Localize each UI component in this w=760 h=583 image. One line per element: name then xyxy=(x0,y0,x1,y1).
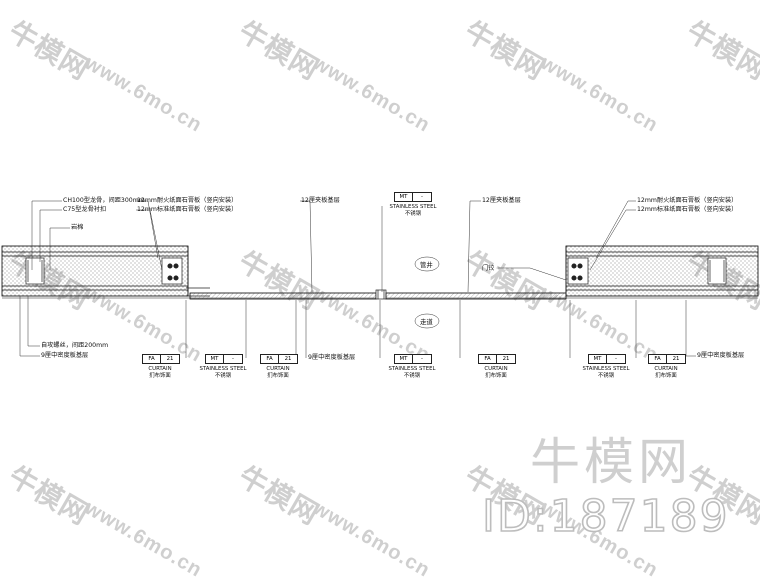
tag-en: CURTAIN xyxy=(654,366,678,372)
note-mdf-right: 9厘中密度板基层 xyxy=(697,352,745,359)
room-label-bottom: 走道 xyxy=(420,318,433,326)
tag-cn: 扪布饰面 xyxy=(485,373,507,379)
tag-en-top: STAINLESS STEEL xyxy=(389,204,437,210)
note-screw: 自攻螺丝，间距200mm xyxy=(41,342,109,349)
tag-cn: 不锈钢 xyxy=(214,373,232,379)
left-wall-section xyxy=(1,245,568,299)
note-c75: C75型龙骨衬扣 xyxy=(63,206,107,213)
note-stud: CH100型龙骨，间距300mm xyxy=(63,197,145,204)
note-std-gypsum-right: 12mm标准纸面石膏板（竖向安装） xyxy=(637,206,738,213)
note-fire-gypsum-left: 12mm耐火纸面石膏板（竖向安装） xyxy=(137,197,238,204)
tag-en: CURTAIN xyxy=(148,366,172,372)
note-plywood-left: 12厘夹板基层 xyxy=(301,197,340,204)
drawing-canvas: 牛模网 www.6mo.cn 牛模网 www.6mo.cn 牛模网 www.6m… xyxy=(1,15,760,582)
tag-cn-top: 不锈钢 xyxy=(404,211,422,217)
right-wall-section xyxy=(565,245,759,299)
note-std-gypsum-left: 12mm标准纸面石膏板（竖向安装） xyxy=(137,206,238,213)
leader-lines xyxy=(19,200,696,358)
tag-cn: 不锈钢 xyxy=(597,373,615,379)
middle-panels xyxy=(189,289,567,300)
tag-en: STAINLESS STEEL xyxy=(582,366,630,372)
note-hinge: 门铰 xyxy=(482,265,495,272)
room-label-top: 管井 xyxy=(420,261,433,269)
brand-watermark: 牛模网 xyxy=(530,433,692,491)
tag-box: MT- xyxy=(205,354,243,364)
note-mdf-left: 9厘中密度板基层 xyxy=(41,352,89,359)
note-fire-gypsum-right: 12mm耐火纸面石膏板（竖向安装） xyxy=(637,197,738,204)
tag-box: MT- xyxy=(394,354,432,364)
room-marker-bottom xyxy=(414,313,440,329)
tag-en: STAINLESS STEEL xyxy=(199,366,247,372)
tag-en: CURTAIN xyxy=(266,366,290,372)
tag-cn: 扪布饰面 xyxy=(267,373,289,379)
brand-id-watermark: ID:187189 xyxy=(481,490,730,543)
tag-cn: 扪布饰面 xyxy=(655,373,677,379)
tag-box-top: MT- xyxy=(394,192,432,202)
room-marker-top xyxy=(414,256,440,272)
tag-en: CURTAIN xyxy=(484,366,508,372)
note-plywood-right: 12厘夹板基层 xyxy=(482,197,521,204)
tag-en: STAINLESS STEEL xyxy=(388,366,436,372)
tag-box: MT- xyxy=(588,354,626,364)
wall-section-drawing xyxy=(1,200,759,358)
tag-cn: 不锈钢 xyxy=(403,373,421,379)
note-rock-wool: 岩棉 xyxy=(71,224,84,231)
note-mdf-middle: 9厘中密度板基层 xyxy=(308,354,356,361)
tag-cn: 扪布饰面 xyxy=(149,373,171,379)
